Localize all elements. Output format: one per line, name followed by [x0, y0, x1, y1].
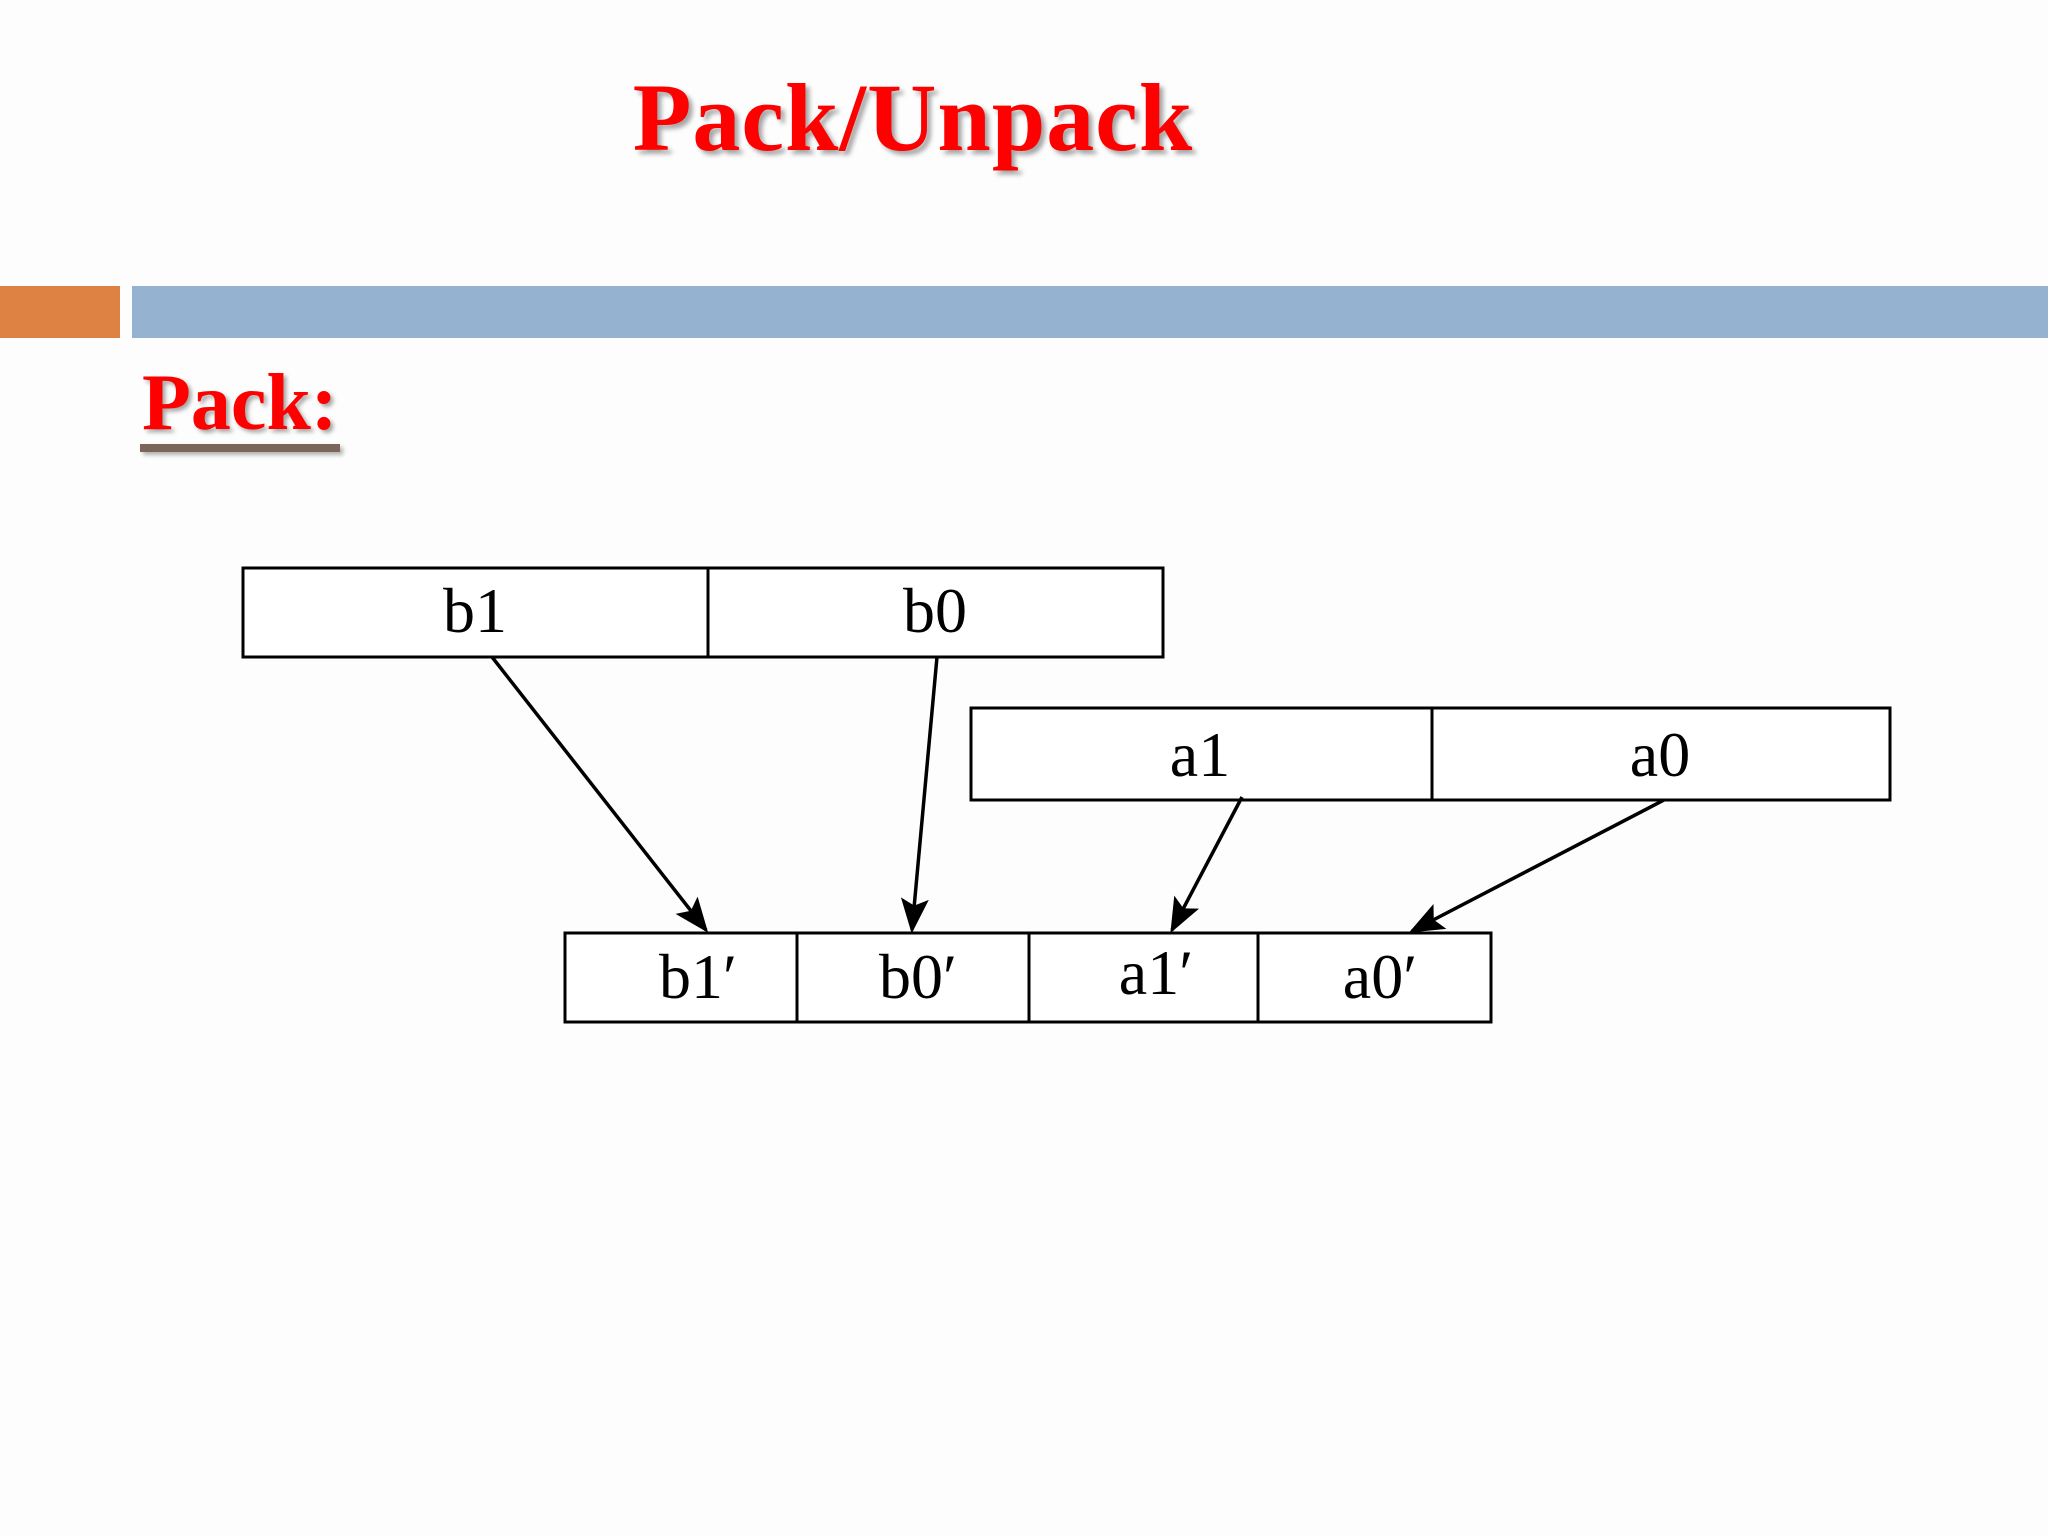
cell-a0: a0 — [1630, 719, 1690, 790]
section-heading-pack: Pack: — [142, 359, 338, 447]
slide-title: Pack/Unpack — [632, 64, 1194, 171]
cell-b0: b0 — [903, 575, 967, 646]
source-register-b: b1 b0 — [241, 566, 1165, 659]
source-register-a: a1 a0 — [969, 706, 1892, 802]
cell-b0-prime: b0′ — [879, 941, 957, 1012]
section-heading-underline — [140, 444, 340, 452]
arrow-a0-icon — [1408, 798, 1665, 933]
cell-b1-prime: b1′ — [659, 941, 737, 1012]
arrow-a1-icon — [1170, 796, 1244, 934]
arrow-b0-icon — [900, 656, 939, 934]
accent-bar-orange — [0, 286, 120, 338]
arrow-b1-icon — [490, 655, 709, 933]
cell-b1: b1 — [443, 575, 507, 646]
cell-a1-prime: a1′ — [1119, 937, 1193, 1008]
accent-bar-blue — [132, 286, 2048, 338]
cell-a0-prime: a0′ — [1343, 941, 1417, 1012]
cell-a1: a1 — [1170, 719, 1230, 790]
result-register: b1′ b0′ a1′ a0′ — [563, 931, 1493, 1024]
arrows — [490, 655, 1665, 934]
